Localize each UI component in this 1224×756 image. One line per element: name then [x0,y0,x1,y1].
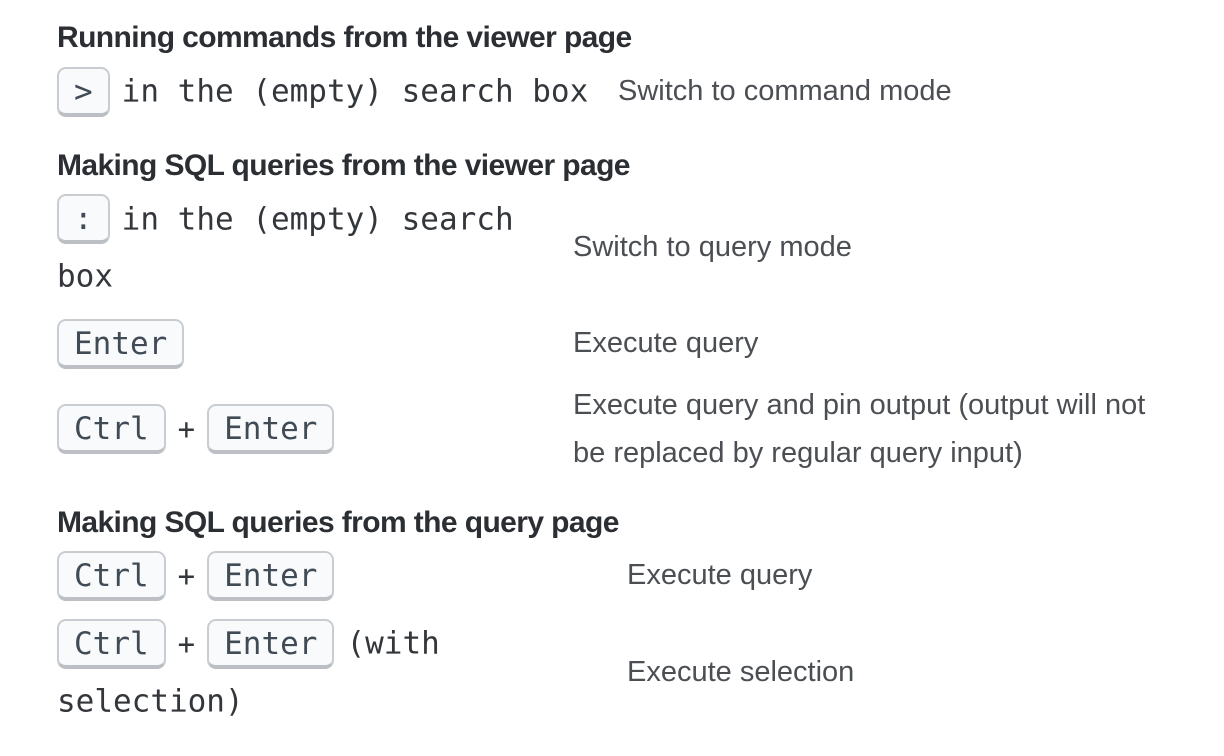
kbd-key: : [57,194,110,244]
section-viewer-commands: Running commands from the viewer page > i… [57,20,1167,120]
shortcut-row: Enter Execute query [57,315,1167,371]
keys-cell: Ctrl + Enter [57,400,573,458]
shortcut-row: Ctrl + Enter Execute query [57,547,1167,605]
shortcut-description: Switch to query mode [573,231,852,263]
keys-cell: > in the (empty) search box [57,62,618,120]
shortcut-description: Switch to command mode [618,74,952,107]
shortcut-description: Execute selection [627,655,855,688]
kbd-key: Ctrl [57,404,166,455]
shortcut-description: Execute query [627,559,813,592]
kbd-key: Enter [207,551,335,601]
shortcut-row: Ctrl + Enter Execute query and pin output … [57,381,1167,477]
shortcut-row: > in the (empty) search box Switch to com… [57,62,1167,120]
key-separator: + [177,626,196,661]
kbd-key: Enter [207,404,335,455]
keys-cell: Ctrl + Enter [57,547,627,605]
key-suffix: in the (empty) search box [57,201,514,295]
keys-cell: Ctrl + Enter(with selection) [57,614,627,729]
keyboard-shortcuts-page: Running commands from the viewer page > i… [57,20,1167,730]
section-query-page: Making SQL queries from the query page C… [57,505,1167,730]
section-heading: Making SQL queries from the query page [57,505,619,539]
shortcut-description: Execute query [573,326,759,359]
section-viewer-queries: Making SQL queries from the viewer page … [57,148,1167,477]
shortcut-row: :in the (empty) search box Switch to que… [57,190,1167,305]
section-heading: Making SQL queries from the viewer page [57,148,630,182]
kbd-key: > [57,66,110,117]
key-separator: + [177,559,196,593]
keys-cell: Enter [57,315,573,371]
shortcut-row: Ctrl + Enter(with selection) Execute selec… [57,614,1167,729]
kbd-key: Enter [57,319,185,369]
key-separator: + [177,412,196,447]
keys-cell: :in the (empty) search box [57,190,573,305]
section-heading: Running commands from the viewer page [57,21,632,54]
key-suffix: (with selection) [57,625,440,720]
shortcut-description: Execute query and pin output (output wil… [573,388,1146,469]
kbd-key: Ctrl [57,551,166,601]
kbd-key: Enter [207,618,335,669]
kbd-key: Ctrl [57,618,166,669]
key-suffix: in the (empty) search box [121,73,589,110]
